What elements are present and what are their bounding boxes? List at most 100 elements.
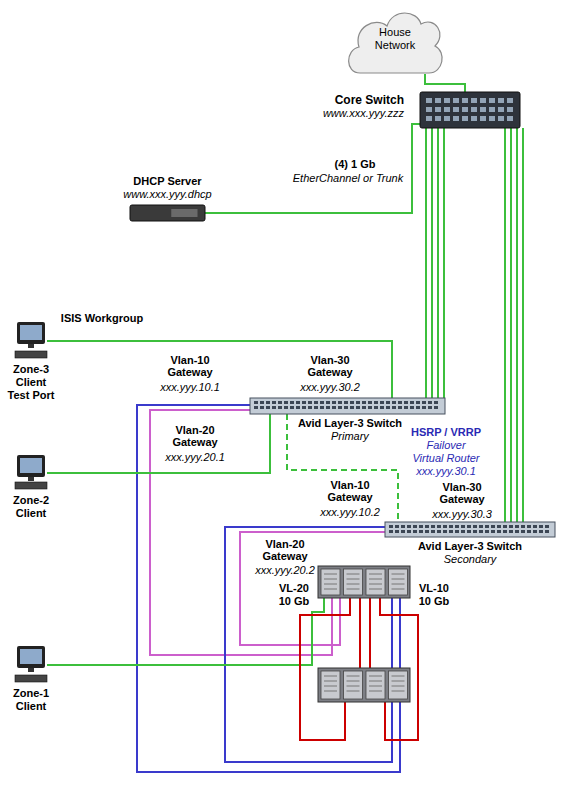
annotation-label: Vlan-20 Gateway	[257, 538, 313, 562]
blade-vent	[369, 676, 382, 677]
switch-port	[260, 401, 264, 404]
switch-port	[489, 107, 495, 112]
switch-port	[410, 406, 414, 409]
monitor	[17, 322, 45, 344]
blade-vent	[347, 686, 360, 687]
switch-port	[479, 525, 483, 528]
trunk-line	[510, 128, 512, 522]
switch-port	[545, 530, 549, 533]
monitor-screen	[20, 458, 42, 473]
blade-vent	[347, 676, 360, 677]
core-switch: Core Switchwww.xxx.yyy.zzz	[420, 92, 520, 128]
switch-port	[449, 525, 453, 528]
blade-vent	[347, 584, 360, 585]
switch-port	[374, 406, 378, 409]
switch-chassis	[250, 398, 445, 414]
engine-link	[359, 598, 361, 668]
switch-port	[266, 401, 270, 404]
switch-port	[444, 116, 450, 121]
switch-port	[419, 525, 423, 528]
switch-port	[509, 530, 513, 533]
blade-vent	[324, 691, 337, 692]
switch-port	[471, 107, 477, 112]
switch-port	[437, 530, 441, 533]
client-workstation: Zone-2 Client	[15, 455, 47, 491]
switch-port	[453, 107, 459, 112]
switch-port	[527, 530, 531, 533]
annotation-label: xxx.yyy.30.1	[404, 465, 488, 477]
switch-port	[374, 401, 378, 404]
switch-port	[462, 107, 468, 112]
blade-vent	[392, 681, 405, 682]
blade-vent	[324, 579, 337, 580]
storage-blade	[344, 671, 363, 699]
switch-port	[386, 401, 390, 404]
annotation-label: xxx.yyy.30.3	[426, 508, 498, 520]
client-workstation: Zone-1 Client	[15, 646, 47, 684]
switch-port	[507, 98, 513, 103]
node-label: Core Switch	[323, 94, 404, 107]
switch-port	[389, 525, 393, 528]
node-label: Primary	[298, 430, 402, 443]
annotation-label: (4) 1 Gb	[315, 158, 395, 170]
switch-port	[503, 525, 507, 528]
switch-port	[389, 530, 393, 533]
switch-port	[480, 98, 486, 103]
switch-port	[272, 406, 276, 409]
switch-port	[431, 530, 435, 533]
switch-port	[425, 525, 429, 528]
switch-port	[485, 530, 489, 533]
annotation-label: ISIS Workgroup	[52, 312, 152, 324]
node-caption: House Network	[345, 4, 445, 74]
switch-port	[350, 406, 354, 409]
network-link	[47, 341, 392, 398]
annotation-label: VL-10	[417, 582, 451, 594]
switch-port	[485, 525, 489, 528]
blade-vent	[324, 589, 337, 590]
switch-port	[503, 530, 507, 533]
keyboard	[15, 675, 47, 682]
switch-port	[395, 525, 399, 528]
switch-port	[426, 116, 432, 121]
annotation-label: Vlan-30 Gateway	[302, 354, 358, 378]
switch-port	[284, 406, 288, 409]
blade-vent	[347, 574, 360, 575]
switch-port	[407, 525, 411, 528]
switch-port	[507, 107, 513, 112]
network-link	[425, 74, 465, 92]
monitor-stand	[28, 477, 34, 481]
storage-blades	[321, 569, 408, 699]
annotation-label: 10 Gb	[277, 595, 311, 607]
switch-chassis	[385, 522, 555, 537]
storage-blade	[366, 671, 385, 699]
annotation-label: Vlan-10 Gateway	[162, 354, 218, 378]
switch-port	[462, 116, 468, 121]
node-label: www.xxx.yyy.dhcp	[123, 188, 211, 201]
switch-port	[398, 401, 402, 404]
switch-port	[539, 525, 543, 528]
node-caption: Core Switchwww.xxx.yyy.zzz	[323, 94, 404, 120]
switch-port	[471, 116, 477, 121]
client-workstation: Zone-3 Client Test Port	[15, 322, 47, 360]
switch-port	[314, 406, 318, 409]
layer3-switch: Avid Layer-3 SwitchPrimary	[250, 398, 445, 414]
switch-port	[521, 525, 525, 528]
blade-vent	[347, 589, 360, 590]
switch-port	[380, 406, 384, 409]
trunk-line	[443, 128, 445, 398]
switch-port	[398, 406, 402, 409]
switch-port	[260, 406, 264, 409]
switch-chassis	[420, 92, 520, 128]
switch-port	[426, 98, 432, 103]
node-caption: Zone-3 Client Test Port	[4, 363, 58, 402]
switch-port	[497, 525, 501, 528]
switch-port	[444, 98, 450, 103]
annotation-label: VL-20	[277, 582, 311, 594]
blade-vent	[392, 589, 405, 590]
switch-port	[461, 530, 465, 533]
switch-port	[473, 530, 477, 533]
switch-port	[422, 401, 426, 404]
switch-port	[428, 401, 432, 404]
annotation-label: xxx.yyy.10.2	[314, 506, 386, 518]
keyboard	[15, 351, 47, 358]
